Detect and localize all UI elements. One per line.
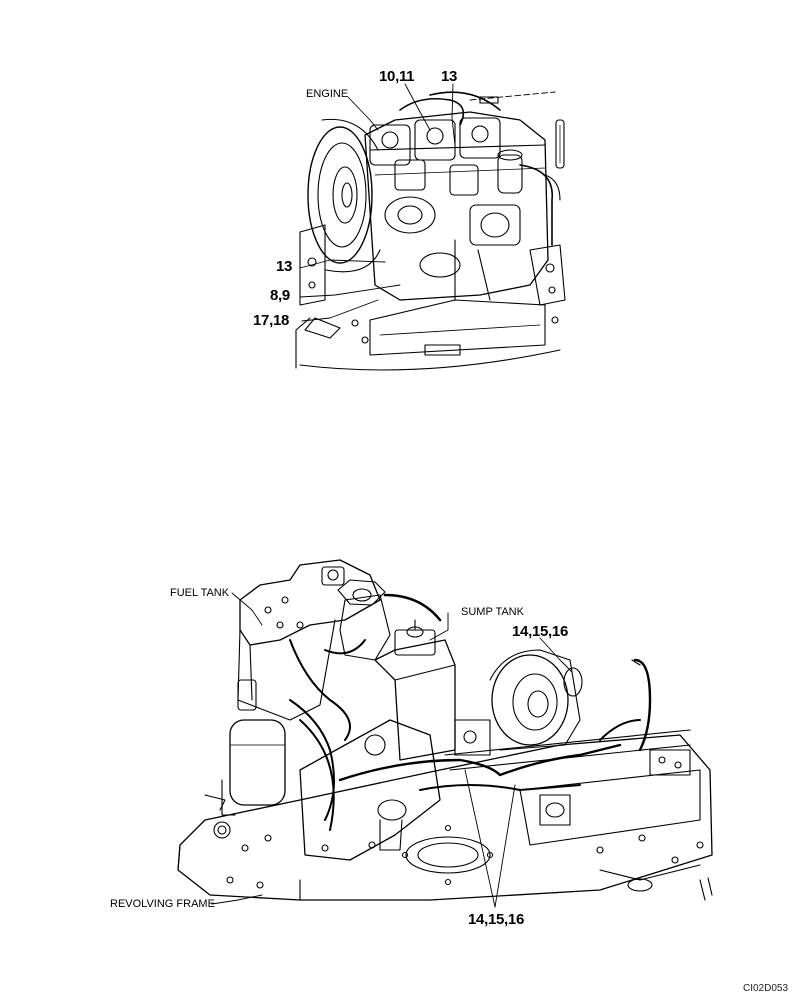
engine-label: ENGINE xyxy=(306,88,349,100)
document-id: CI02D053 xyxy=(743,983,789,994)
frame-illustration xyxy=(177,559,713,901)
callout-13-top: 13 xyxy=(441,68,458,85)
revolving-frame-label: REVOLVING FRAME xyxy=(110,898,215,910)
sump-tank-label: SUMP TANK xyxy=(461,606,524,618)
callout-8-9: 8,9 xyxy=(270,287,290,304)
callout-10-11: 10,11 xyxy=(379,68,415,85)
callout-17-18: 17,18 xyxy=(253,312,290,329)
bottom-leader-lines xyxy=(211,592,573,908)
callout-14-15-16-bottom: 14,15,16 xyxy=(468,911,524,928)
top-leader-lines xyxy=(299,83,456,322)
engine-illustration xyxy=(295,91,566,371)
fuel-tank-label: FUEL TANK xyxy=(170,587,230,599)
callout-13-left: 13 xyxy=(276,258,293,275)
callout-14-15-16-top: 14,15,16 xyxy=(512,623,568,640)
